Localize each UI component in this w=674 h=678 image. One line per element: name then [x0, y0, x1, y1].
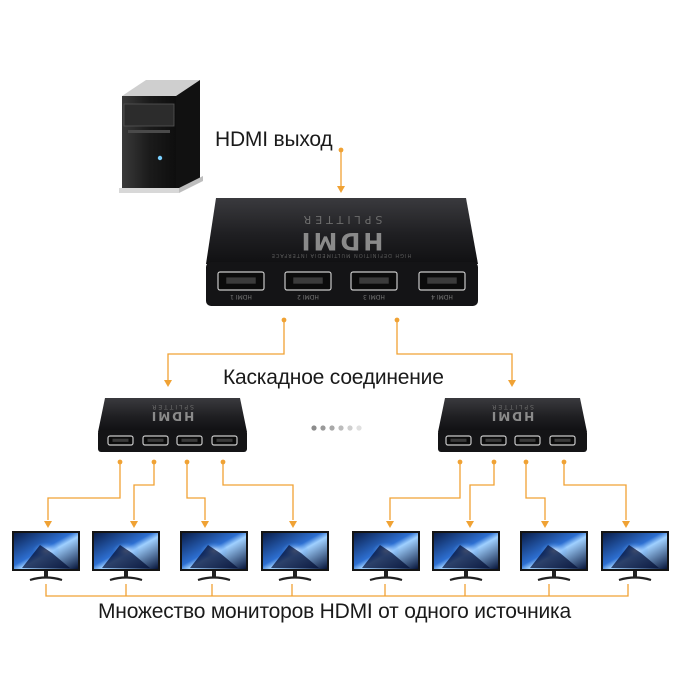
footer-bracket	[45, 584, 629, 597]
main-to-left-connector	[167, 320, 285, 380]
multiple-monitors-caption: Множество мониторов HDMI от одного источ…	[98, 600, 571, 623]
right-splitter-ports	[445, 435, 576, 446]
left-splitter-print-brand: HDMI	[150, 409, 194, 423]
monitor-icon	[261, 531, 329, 582]
orange-connectors	[44, 147, 630, 528]
main-port-label-2: HDMI 2	[297, 293, 319, 300]
main-splitter-ports: HDMI 1 HDMI 2 HDMI 3 HDMI 4	[217, 271, 466, 300]
left-port-3	[176, 435, 203, 446]
monitor-icon	[601, 531, 669, 582]
main-port-label-4: HDMI 4	[431, 293, 453, 300]
splitter-to-monitor-connector-2	[133, 462, 155, 520]
main-to-right-connector	[396, 320, 513, 380]
splitter-to-monitor-connector-3	[186, 462, 206, 520]
main-splitter-print-sub: HIGH DEFINITION MULTIMEDIA INTERFACE	[271, 252, 412, 258]
cascade-connection-label: Каскадное соединение	[223, 366, 444, 389]
right-port-2	[480, 435, 507, 446]
left-port-1	[107, 435, 134, 446]
splitter-to-monitor-connector-5	[389, 462, 461, 520]
right-port-4	[549, 435, 576, 446]
right-port-1	[445, 435, 472, 446]
main-port-3: HDMI 3	[350, 271, 398, 300]
monitor-row	[12, 531, 669, 582]
splitter-to-monitor-connector-6	[469, 462, 495, 520]
more-cascade-dots	[311, 425, 362, 431]
monitor-icon	[92, 531, 160, 582]
desktop-pc-icon	[119, 80, 203, 193]
splitter-to-monitor-connector-8	[563, 462, 627, 520]
hdmi-output-label: HDMI выход	[215, 128, 333, 151]
splitter-to-monitor-connector-1	[47, 462, 121, 520]
monitor-icon	[12, 531, 80, 582]
main-port-2: HDMI 2	[284, 271, 332, 300]
right-splitter-print-top: SPLITTER	[490, 403, 534, 410]
right-sub-splitter: HDMI SPLITTER	[438, 398, 587, 452]
splitter-to-monitor-connector-4	[222, 462, 294, 520]
main-splitter-print-brand: HDMI	[299, 227, 384, 255]
left-splitter-ports	[107, 435, 238, 446]
left-splitter-print-top: SPLITTER	[150, 403, 194, 410]
main-port-4: HDMI 4	[418, 271, 466, 300]
main-splitter-print-top: SPLITTER	[300, 213, 383, 226]
monitor-icon	[180, 531, 248, 582]
left-port-2	[142, 435, 169, 446]
right-splitter-print-brand: HDMI	[490, 409, 534, 423]
main-port-label-1: HDMI 1	[230, 293, 252, 300]
left-port-4	[211, 435, 238, 446]
right-port-3	[514, 435, 541, 446]
monitor-icon	[352, 531, 420, 582]
main-port-1: HDMI 1	[217, 271, 265, 300]
splitter-to-monitor-connector-7	[525, 462, 546, 520]
main-port-label-3: HDMI 3	[363, 293, 385, 300]
left-sub-splitter: HDMI SPLITTER	[98, 398, 247, 452]
monitor-icon	[520, 531, 588, 582]
monitor-icon	[432, 531, 500, 582]
main-hdmi-splitter: SPLITTER HDMI HIGH DEFINITION MULTIMEDIA…	[206, 198, 478, 306]
